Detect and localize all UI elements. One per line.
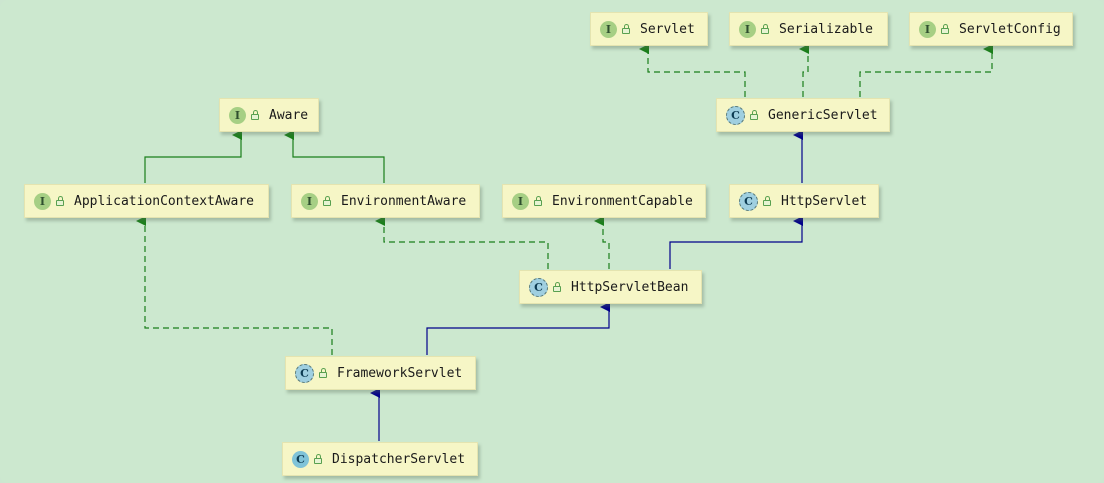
public-lock-icon [323,196,332,206]
node-environmentaware[interactable]: I EnvironmentAware [291,184,480,218]
edge-httpservletbean-environmentcapable [594,216,610,269]
public-lock-icon [763,196,772,206]
edge-httpservletbean-httpservlet [669,216,803,269]
node-serializable[interactable]: I Serializable [729,12,888,46]
edge-genericservlet-servletconfig [859,44,993,97]
edge-genericservlet-serializable [799,44,809,97]
node-httpservletbean[interactable]: C HttpServletBean [519,270,702,304]
abstract-class-icon: C [295,363,314,383]
node-label: FrameworkServlet [337,365,463,381]
node-servlet[interactable]: I Servlet [590,12,708,46]
interface-icon: I [301,192,318,210]
node-label: ApplicationContextAware [74,193,255,209]
public-lock-icon [553,282,562,292]
public-lock-icon [761,24,770,34]
node-servletconfig[interactable]: I ServletConfig [909,12,1073,46]
edge-environmentaware-aware [284,130,385,183]
edge-httpservletbean-environmentaware [375,216,549,269]
public-lock-icon [314,454,323,464]
edge-genericservlet-servlet [639,44,746,97]
node-label: Servlet [640,21,695,37]
node-label: HttpServletBean [571,279,689,295]
node-label: ServletConfig [959,21,1061,37]
interface-icon: I [229,106,246,124]
public-lock-icon [251,110,260,120]
node-frameworkservlet[interactable]: C FrameworkServlet [285,356,476,390]
node-label: HttpServlet [781,193,868,209]
public-lock-icon [534,196,543,206]
node-genericservlet[interactable]: C GenericServlet [716,98,890,132]
interface-icon: I [739,20,756,38]
public-lock-icon [56,196,65,206]
edge-frameworkservlet-applicationcontextaware [136,216,333,355]
interface-icon: I [600,20,617,38]
node-httpservlet[interactable]: C HttpServlet [729,184,879,218]
node-dispatcherservlet[interactable]: C DispatcherServlet [282,442,478,476]
public-lock-icon [941,24,950,34]
node-aware[interactable]: I Aware [219,98,319,132]
node-label: EnvironmentCapable [552,193,693,209]
public-lock-icon [622,24,631,34]
interface-icon: I [512,192,529,210]
node-label: EnvironmentAware [341,193,467,209]
abstract-class-icon: C [529,277,548,297]
interface-icon: I [34,192,51,210]
edge-frameworkservlet-httpservletbean [426,302,610,355]
node-label: DispatcherServlet [332,451,466,467]
node-label: GenericServlet [768,107,878,123]
public-lock-icon [750,110,759,120]
interface-icon: I [919,20,936,38]
node-environmentcapable[interactable]: I EnvironmentCapable [502,184,706,218]
class-icon: C [292,450,309,468]
edge-applicationcontextaware-aware [144,130,242,183]
node-label: Aware [269,107,309,123]
abstract-class-icon: C [726,105,745,125]
abstract-class-icon: C [739,191,758,211]
public-lock-icon [319,368,328,378]
node-applicationcontextaware[interactable]: I ApplicationContextAware [24,184,269,218]
node-label: Serializable [779,21,873,37]
